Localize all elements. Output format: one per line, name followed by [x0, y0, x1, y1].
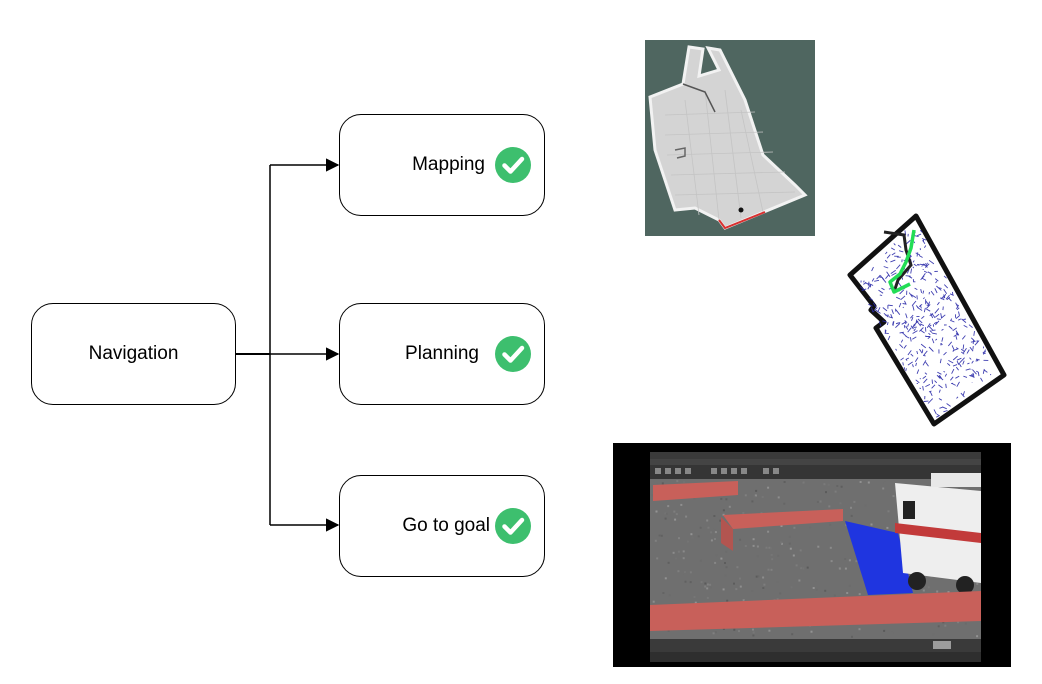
- mapping-node: Mapping: [339, 114, 545, 216]
- rrt-tree-edges: [859, 229, 992, 418]
- check-circle-icon: [495, 336, 531, 372]
- mapping-label: Mapping: [412, 154, 485, 175]
- go-to-goal-label: Go to goal: [402, 515, 490, 536]
- check-circle-icon: [495, 147, 531, 183]
- navigation-node: Navigation: [31, 303, 236, 405]
- gazebo-simulation-image: [613, 443, 1011, 667]
- planning-node: Planning: [339, 303, 545, 405]
- occupancy-map-image: [645, 40, 815, 236]
- planning-label: Planning: [405, 343, 479, 364]
- check-circle-icon: [495, 508, 531, 544]
- go-to-goal-node: Go to goal: [339, 475, 545, 577]
- navigation-label: Navigation: [88, 343, 179, 364]
- rrt-planner-image: [836, 210, 1021, 430]
